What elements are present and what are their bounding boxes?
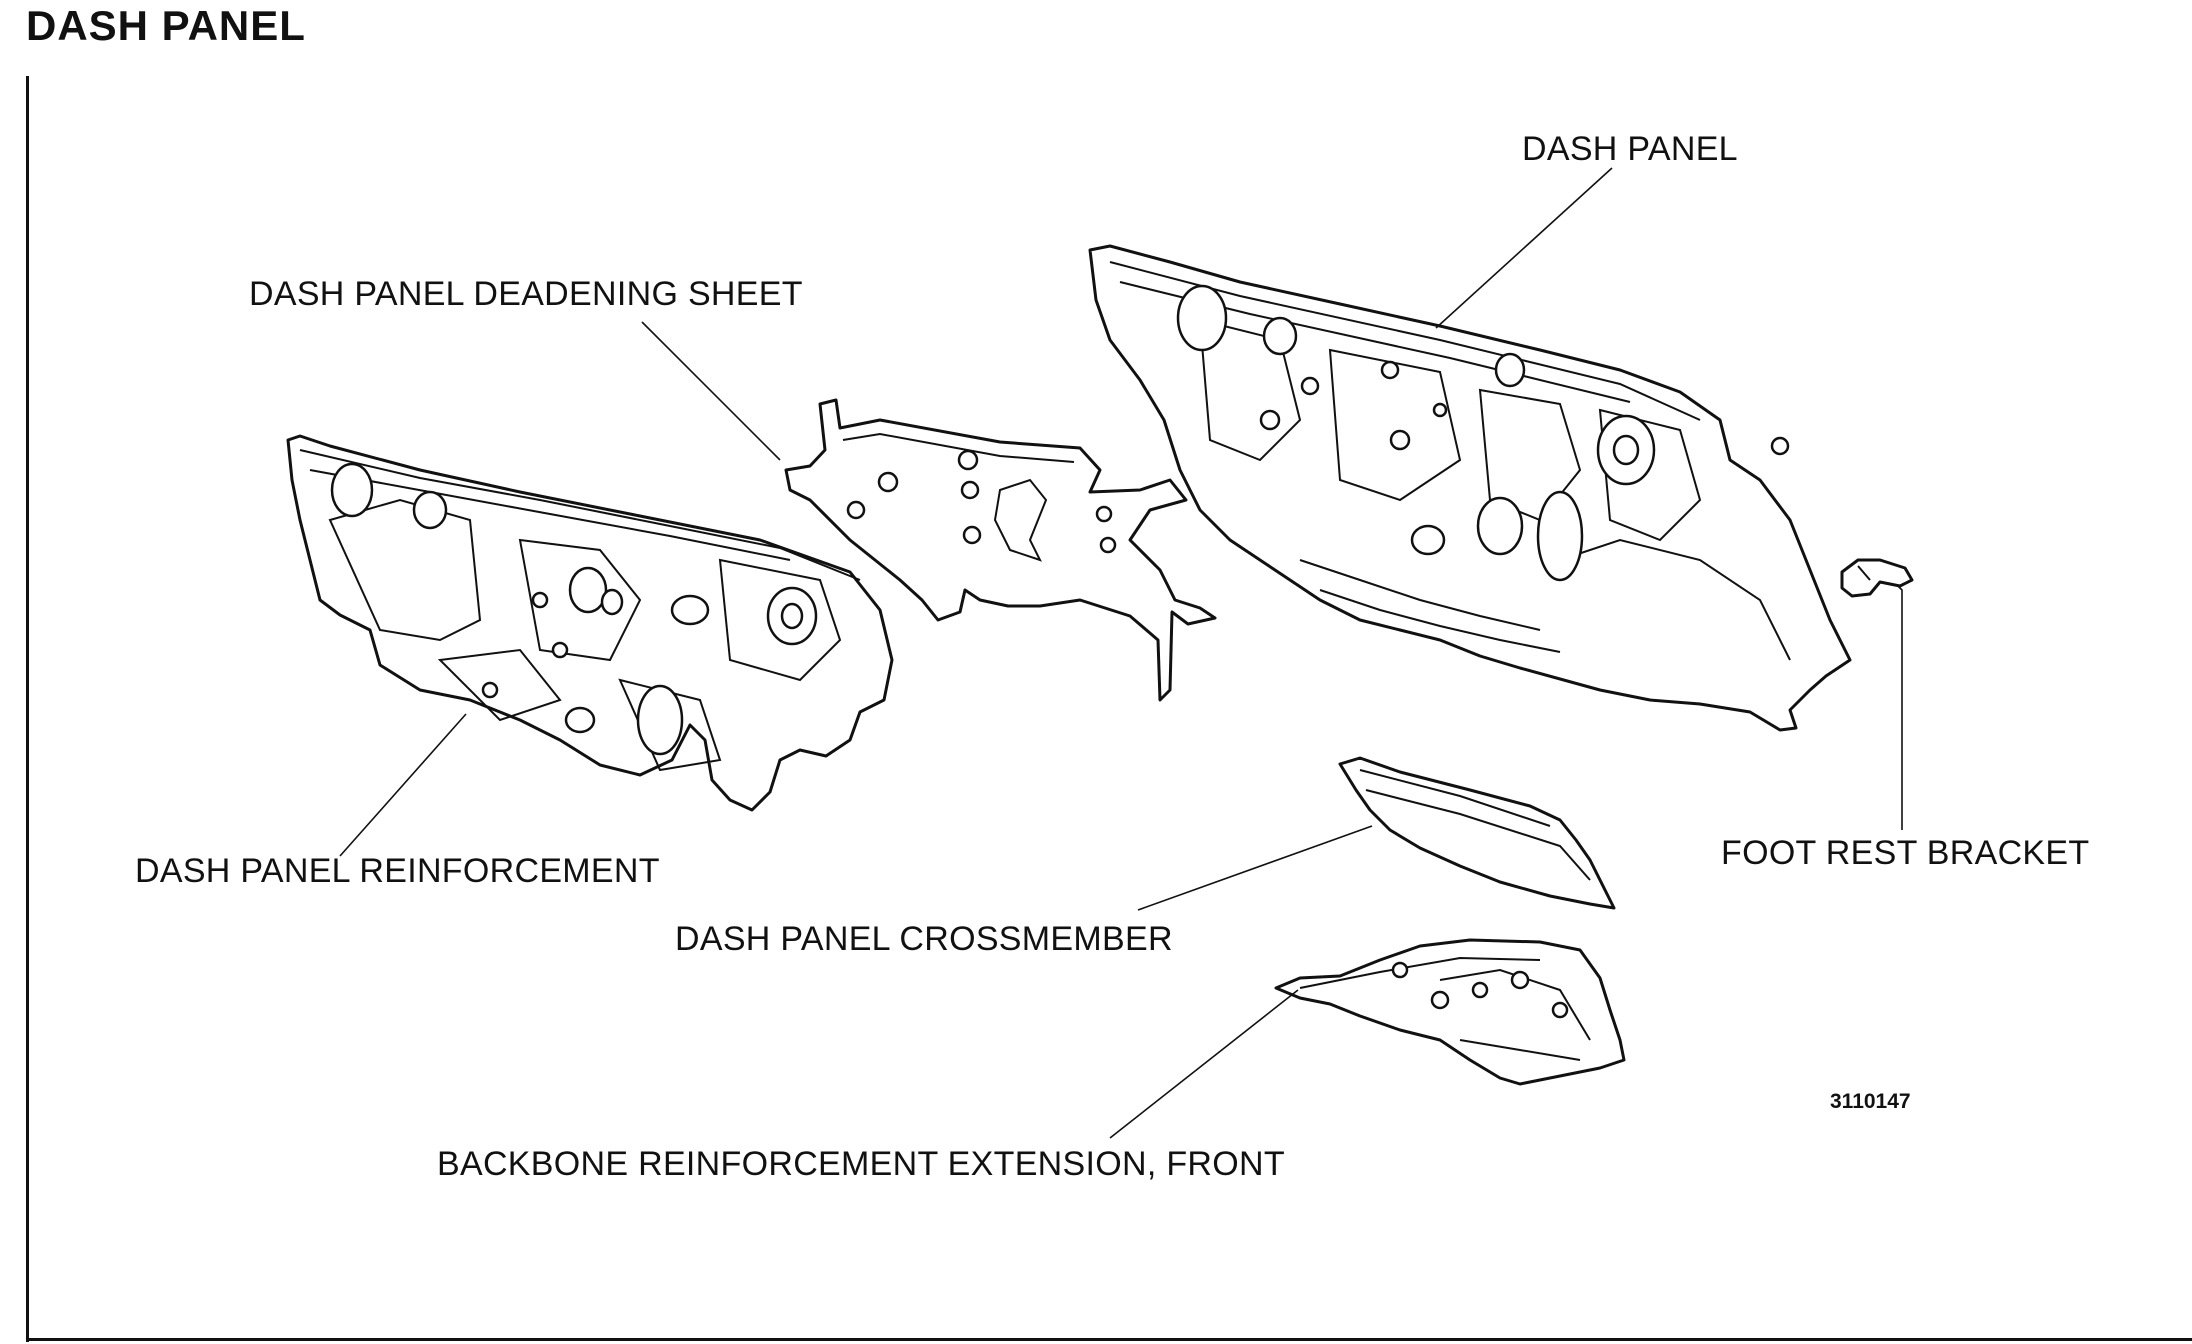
label-dash-panel-deadening-sheet: DASH PANEL DEADENING SHEET	[249, 275, 803, 313]
leader-crossmember	[1137, 825, 1373, 911]
leader-foot-rest-bracket	[1897, 585, 1903, 830]
label-dash-panel-reinforcement: DASH PANEL REINFORCEMENT	[135, 852, 660, 890]
dash-panel-deadening-sheet-part	[784, 398, 1217, 702]
dash-panel-part	[1088, 244, 1852, 732]
leader-reinforcement	[339, 713, 467, 857]
label-foot-rest-bracket: FOOT REST BRACKET	[1721, 834, 2090, 872]
leader-deadening-sheet	[641, 321, 781, 461]
page-title: DASH PANEL	[26, 2, 306, 49]
frame-border-bottom	[26, 1338, 2192, 1341]
leader-backbone	[1109, 989, 1299, 1139]
dash-panel-crossmember-part	[1338, 756, 1616, 910]
foot-rest-bracket-part	[1840, 558, 1914, 598]
backbone-reinforcement-extension-part	[1274, 938, 1626, 1086]
label-backbone-reinforcement-extension: BACKBONE REINFORCEMENT EXTENSION, FRONT	[437, 1145, 1285, 1183]
label-dash-panel-crossmember: DASH PANEL CROSSMEMBER	[675, 920, 1173, 958]
figure-id: 3110147	[1830, 1090, 1911, 1113]
frame-border-left	[26, 76, 29, 1342]
dash-panel-reinforcement-part	[286, 434, 894, 812]
leader-dash-panel	[1435, 167, 1613, 329]
label-dash-panel: DASH PANEL	[1522, 130, 1738, 168]
